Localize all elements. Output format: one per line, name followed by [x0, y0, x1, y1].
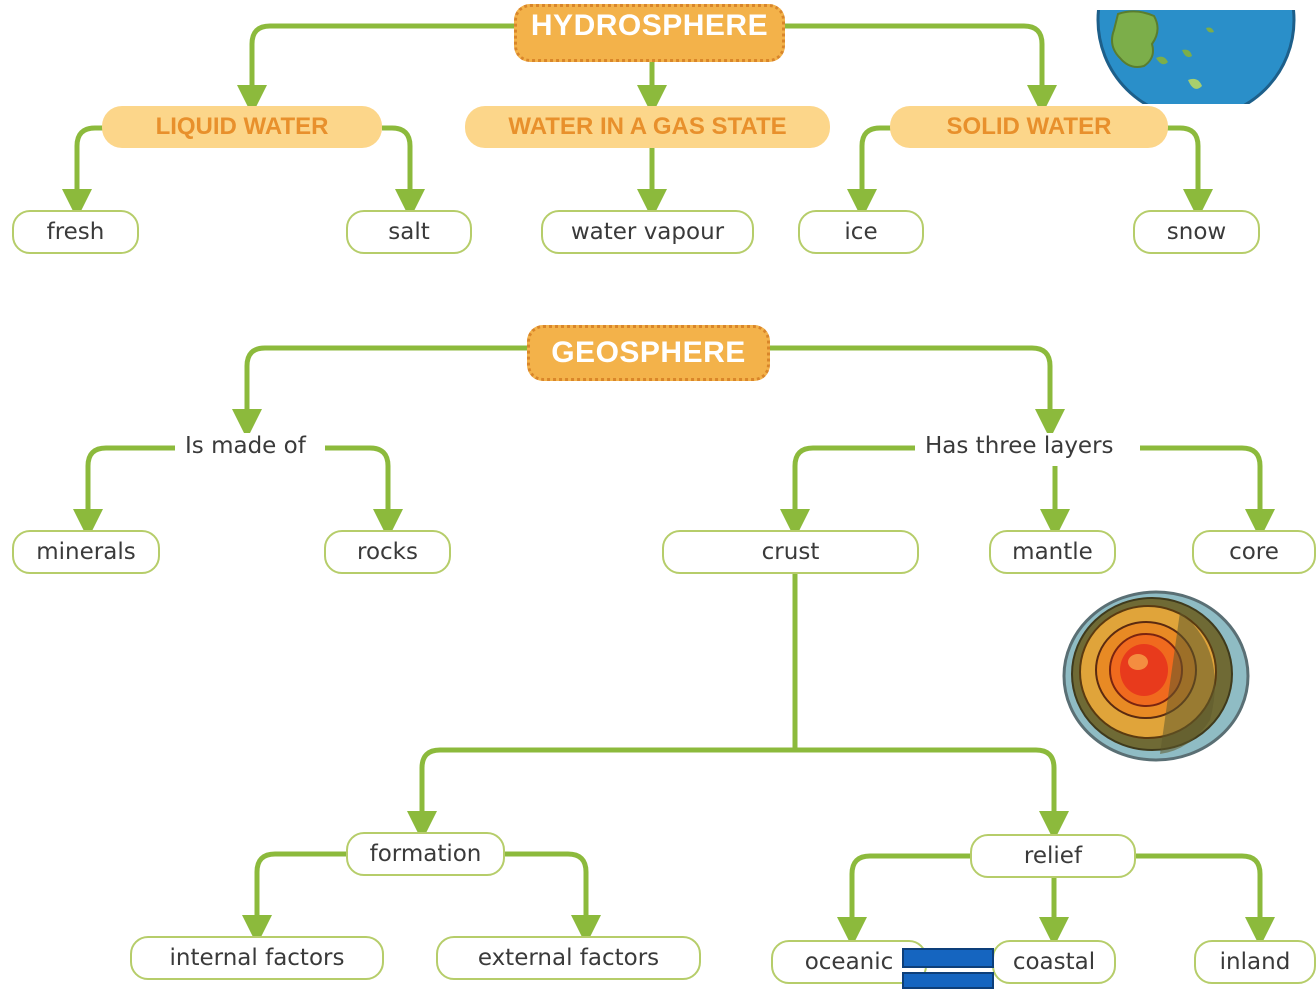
gas-water-category: WATER IN A GAS STATE [465, 106, 830, 148]
earth-globe-icon [1096, 10, 1296, 104]
node-rocks: rocks [324, 530, 451, 574]
node-fresh: fresh [12, 210, 139, 254]
node-crust: crust [662, 530, 919, 574]
node-external-factors: external factors [436, 936, 701, 980]
node-water-vapour: water vapour [541, 210, 754, 254]
liquid-water-category: LIQUID WATER [102, 106, 382, 148]
node-internal-factors: internal factors [130, 936, 384, 980]
node-snow: snow [1133, 210, 1260, 254]
node-formation: formation [346, 832, 505, 876]
earth-layers-icon [1062, 590, 1250, 762]
node-ice: ice [798, 210, 924, 254]
node-coastal: coastal [992, 940, 1116, 984]
solid-water-category: SOLID WATER [890, 106, 1168, 148]
node-inland: inland [1194, 940, 1316, 984]
blue-marker-top [902, 948, 994, 968]
node-core: core [1192, 530, 1316, 574]
node-salt: salt [346, 210, 472, 254]
is-made-of-label: Is made of [175, 433, 316, 459]
has-three-layers-label: Has three layers [915, 433, 1124, 459]
hydrosphere-title: HYDROSPHERE [514, 4, 785, 62]
node-mantle: mantle [989, 530, 1116, 574]
node-oceanic: oceanic [771, 940, 927, 984]
node-relief: relief [970, 834, 1136, 878]
blue-marker-bottom [902, 972, 994, 989]
geosphere-title: GEOSPHERE [527, 325, 770, 381]
node-minerals: minerals [12, 530, 160, 574]
